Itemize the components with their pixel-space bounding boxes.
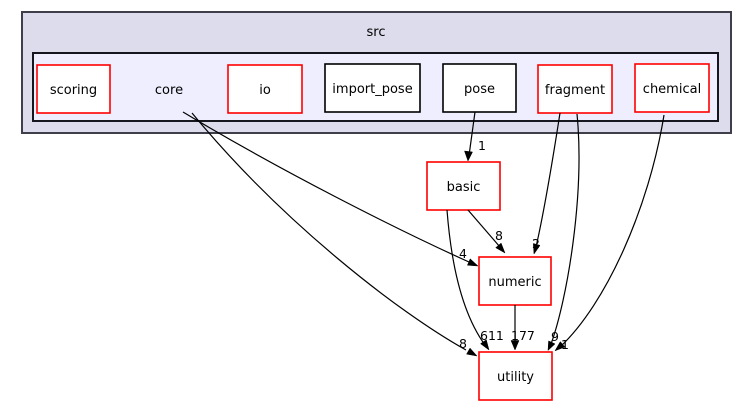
node-chemical-box[interactable] xyxy=(634,63,710,113)
edge-numeric-utility-count[interactable]: 177 xyxy=(511,328,535,343)
edge-fragment-numeric: 2 xyxy=(532,112,561,255)
node-fragment-label[interactable]: fragment xyxy=(545,83,605,98)
node-pose-box[interactable] xyxy=(442,63,517,113)
node-chemical[interactable]: chemical xyxy=(634,63,710,113)
edge-basic-numeric-arrowhead xyxy=(495,242,506,254)
node-import-pose-box[interactable] xyxy=(324,63,421,113)
edge-fragment-utility-arrowhead xyxy=(547,340,556,352)
edge-core-utility-count[interactable]: 8 xyxy=(459,336,467,351)
edge-fragment-numeric-count[interactable]: 2 xyxy=(532,236,540,251)
edge-core-numeric-arrowhead xyxy=(467,258,479,267)
edge-core-numeric: 4 xyxy=(182,111,479,267)
edge-basic-utility-line xyxy=(446,209,486,346)
node-io-box[interactable] xyxy=(227,64,303,114)
node-utility-box[interactable] xyxy=(478,351,553,401)
edge-pose-basic-line xyxy=(468,111,476,153)
node-pose-label[interactable]: pose xyxy=(464,82,495,97)
edge-fragment-utility: 9 xyxy=(547,113,580,352)
edge-basic-utility: 611 xyxy=(446,209,504,351)
node-basic[interactable]: basic xyxy=(426,161,501,211)
edge-chemical-utility: 1 xyxy=(554,114,665,352)
node-io-label[interactable]: io xyxy=(259,83,271,98)
edge-numeric-utility-arrowhead xyxy=(510,340,520,351)
edge-core-numeric-count[interactable]: 4 xyxy=(459,246,467,261)
edge-fragment-numeric-arrowhead xyxy=(533,243,541,255)
node-import-pose-label[interactable]: import_pose xyxy=(332,82,412,97)
node-import-pose[interactable]: import_pose xyxy=(324,63,421,113)
node-chemical-label[interactable]: chemical xyxy=(643,82,701,97)
edge-basic-numeric-line xyxy=(467,209,501,248)
node-scoring[interactable]: scoring xyxy=(36,64,111,114)
edge-core-utility-arrowhead xyxy=(466,347,478,357)
edge-chemical-utility-line xyxy=(559,114,665,348)
node-numeric-box[interactable] xyxy=(478,256,552,306)
src-cluster-title[interactable]: src xyxy=(367,25,386,40)
edge-chemical-utility-arrowhead xyxy=(554,341,566,352)
node-numeric-label[interactable]: numeric xyxy=(488,275,541,290)
current-dir-label: core xyxy=(155,83,183,98)
edge-fragment-utility-line xyxy=(550,113,580,345)
edge-numeric-utility: 177 xyxy=(510,305,535,351)
edge-pose-basic: 1 xyxy=(464,111,486,162)
node-scoring-label[interactable]: scoring xyxy=(50,83,97,98)
edge-core-utility: 8 xyxy=(191,112,478,357)
node-fragment-box[interactable] xyxy=(537,64,613,114)
node-basic-label[interactable]: basic xyxy=(447,180,481,195)
edge-basic-utility-count[interactable]: 611 xyxy=(480,328,504,343)
node-utility-label[interactable]: utility xyxy=(497,370,534,385)
node-numeric[interactable]: numeric xyxy=(478,256,552,306)
edge-pose-basic-count[interactable]: 1 xyxy=(478,138,486,153)
edge-chemical-utility-count[interactable]: 1 xyxy=(561,337,569,352)
edge-basic-numeric: 8 xyxy=(467,209,506,254)
edge-pose-basic-arrowhead xyxy=(464,150,473,162)
edge-fragment-utility-count[interactable]: 9 xyxy=(551,329,559,344)
node-utility[interactable]: utility xyxy=(478,351,553,401)
node-io[interactable]: io xyxy=(227,64,303,114)
edge-basic-utility-arrowhead xyxy=(480,339,490,351)
edge-fragment-numeric-line xyxy=(535,112,561,248)
node-scoring-box[interactable] xyxy=(36,64,111,114)
node-basic-box[interactable] xyxy=(426,161,501,211)
node-fragment[interactable]: fragment xyxy=(537,64,613,114)
edge-core-utility-line xyxy=(191,112,467,351)
edge-core-numeric-line xyxy=(182,111,470,263)
node-pose[interactable]: pose xyxy=(442,63,517,113)
edge-basic-numeric-count[interactable]: 8 xyxy=(495,228,503,243)
